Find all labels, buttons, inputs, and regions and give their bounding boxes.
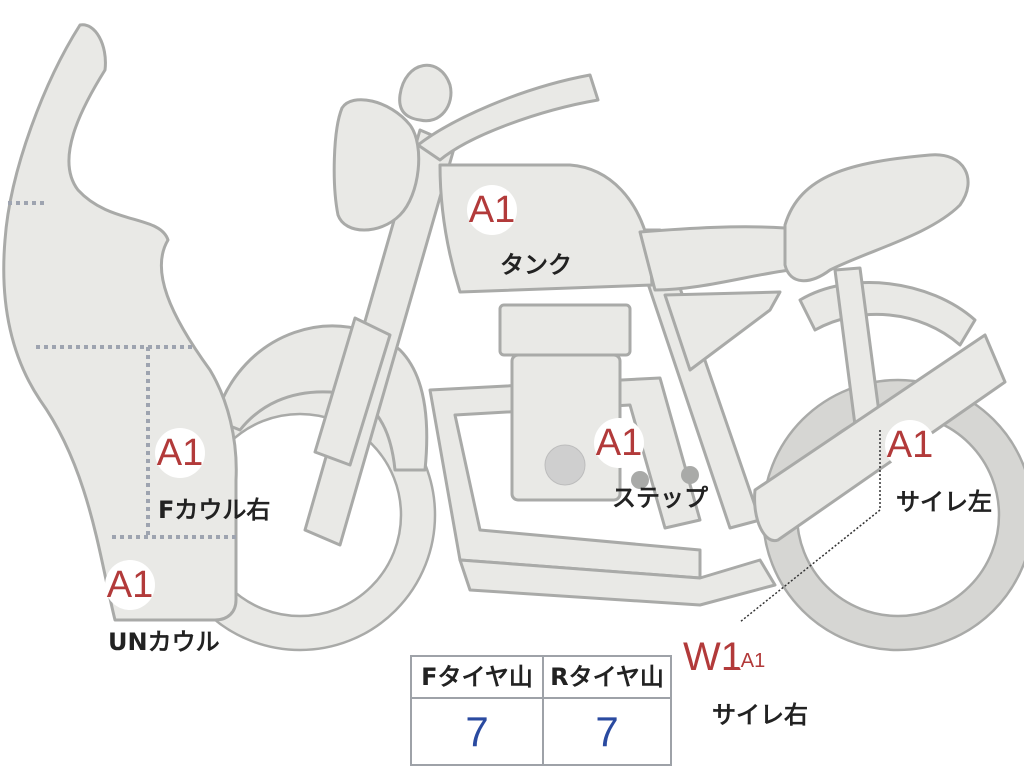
seat-front (638, 225, 792, 292)
rear-fender (798, 281, 977, 347)
tire-tread-table: Fタイヤ山 7 Rタイヤ山 7 (410, 655, 672, 766)
handlebar (416, 73, 600, 162)
side-left-code-badge: A1 (885, 420, 935, 470)
mirror (398, 63, 453, 123)
rear-tire-column: Rタイヤ山 7 (542, 657, 672, 764)
un-cowl-code-badge: A1 (105, 560, 155, 610)
side-right-secondary-code-badge: A1 (738, 646, 768, 676)
rear-tire-value: 7 (595, 708, 619, 755)
side-right-code-badge: W1 (682, 626, 744, 688)
tank-label: タンク (500, 251, 572, 279)
side-panel (663, 290, 782, 372)
cowl-seams (8, 201, 236, 539)
f-cowl-right-code-badge: A1 (155, 428, 205, 478)
rear-tire-header: Rタイヤ山 (542, 657, 672, 699)
tank-code-badge: A1 (467, 185, 517, 235)
leader-line (739, 430, 881, 623)
seat-rear (783, 153, 970, 283)
step-code-badge: A1 (594, 418, 644, 468)
front-tire-value: 7 (465, 708, 489, 755)
side-left-label: サイレ左 (896, 488, 992, 516)
front-tire-header: Fタイヤ山 (412, 657, 542, 699)
step-label: ステップ (612, 484, 708, 512)
un-cowl-label: UNカウル (108, 628, 220, 656)
fork-slider (313, 316, 392, 467)
front-tire-column: Fタイヤ山 7 (412, 657, 544, 764)
front-cowl (2, 23, 238, 622)
engine (498, 303, 699, 502)
headlight (332, 98, 421, 232)
side-right-label: サイレ右 (712, 701, 808, 729)
f-cowl-right-label: Fカウル右 (158, 496, 271, 524)
